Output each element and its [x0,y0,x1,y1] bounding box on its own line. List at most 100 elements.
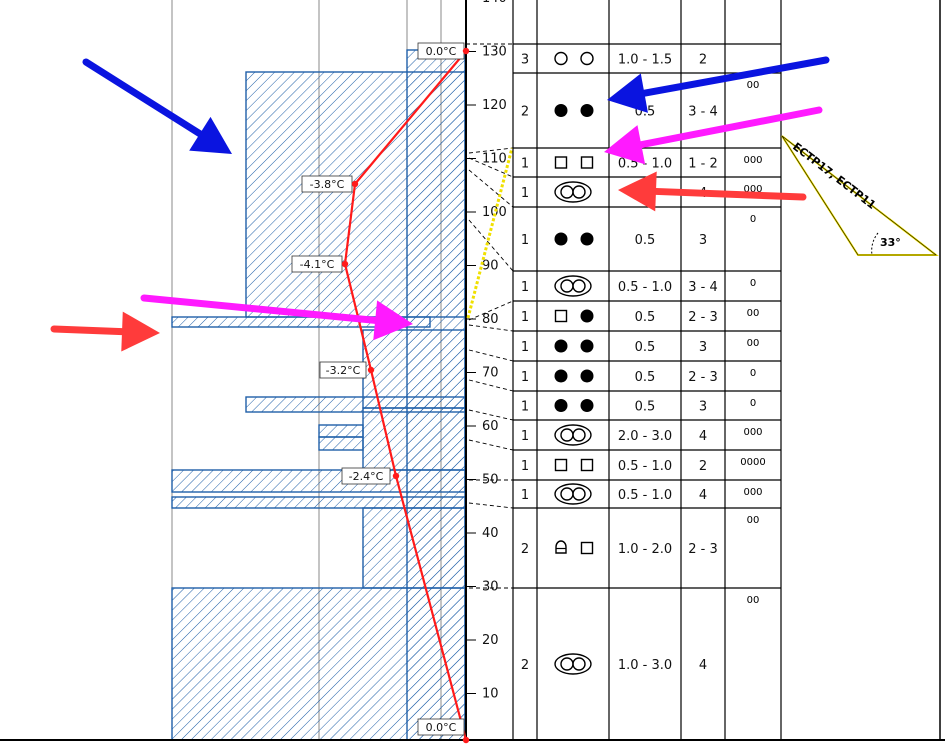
scale-label: 20 [482,633,499,648]
wetness-marks: 0000 [740,457,765,468]
table-row: 3 1.0 - 1.5 2 [521,51,707,68]
row-count: 1 [521,459,529,474]
row-count: 1 [521,370,529,385]
hardness-grade: 2 - 3 [688,542,718,557]
grain-open-circle-icon [554,51,568,66]
grain-cluster-circle-icon [572,487,586,501]
temperature-point [351,180,359,188]
grain-shape-cell [554,51,594,66]
grain-square-icon [580,156,594,169]
arrow-head [189,116,232,154]
wetness-marks: 00 [747,308,760,319]
wetness-marks: 000 [743,487,762,498]
grain-square-icon [580,541,594,555]
row-count: 2 [521,658,529,673]
depth-scale: 140130120110100908070605040302010 [466,0,507,702]
grain-shape-cell [554,104,594,117]
row-count: 3 [521,53,529,68]
wetness-marks: 0 [750,278,756,289]
test-results-label: ECTP17, ECTP11 [790,140,878,212]
grain-cluster-outline-icon [554,275,592,297]
temperature-label: -4.1°C [300,258,335,271]
angle-arc [871,232,879,256]
row-count: 1 [521,280,529,295]
grain-filled-circle-icon [580,232,594,246]
layer-connectors [468,147,514,589]
grain-square-icon [554,309,568,323]
slope-triangle-outline [781,135,937,256]
slope-angle-label: 33° [880,236,901,249]
grain-filled-circle-icon [580,399,594,412]
grain-shape-cell [554,424,592,446]
row-count: 1 [521,310,529,325]
grain-size: 1.0 - 2.0 [618,542,672,557]
arrow-shaft [82,58,204,138]
hardness-grade: 2 [699,459,707,474]
temperature-point [341,260,349,268]
grain-size: 0.5 [635,310,656,325]
temperature-label-box [319,361,367,379]
hardness-grade: 2 [699,53,707,68]
arrow-shaft [640,56,830,97]
hardness-layer [318,436,364,451]
hardness-grade: 3 - 4 [688,105,718,120]
grain-filled-circle-icon [554,104,568,117]
grain-rounded-square-icon [555,540,567,554]
row-count: 1 [521,400,529,415]
grain-size: 1.0 - 1.5 [618,53,672,68]
wetness-marks: 00 [747,595,760,606]
arrow-head [121,311,160,352]
grain-filled-circle-icon [580,104,594,117]
magenta-arrow-right [604,106,823,165]
hardness-layer [362,407,466,471]
hardness-grade: 3 [699,233,707,248]
grain-shape-cell [554,399,594,412]
hardness-grade: 4 [699,488,707,503]
arrow-head [618,171,657,212]
grain-shape-cell [554,156,594,169]
grain-filled-circle-icon [580,369,594,383]
grain-shape-cell [554,275,592,297]
row-count: 1 [521,488,529,503]
grain-cluster-outline-icon [554,424,592,446]
hardness-layer [318,424,364,438]
grain-filled-circle-icon [554,339,568,353]
grain-square-icon [554,458,568,472]
highlight-line [466,147,514,319]
hardness-grade: 2 - 3 [688,370,718,385]
grain-size: 2.0 - 3.0 [618,429,672,444]
grain-size: 1.0 - 3.0 [618,658,672,673]
connector-line [468,409,514,421]
red-arrow-right [618,171,807,212]
scale-label: 40 [482,526,499,541]
hardness-layer [171,469,466,493]
grain-shape-cell [554,309,594,323]
scale-label: 80 [482,312,499,327]
grain-open-circle-icon [580,51,594,66]
temperature-label-box [341,467,391,485]
connector-line [468,502,514,509]
hardness-layer [171,587,466,741]
connector-line [468,324,514,332]
temperature-point [462,47,470,55]
wetness-marks: 0 [750,214,756,225]
grain-size: 0.5 [635,233,656,248]
grain-filled-circle-icon [554,232,568,246]
grain-cluster-circle-icon [560,487,574,501]
scale-label: 100 [482,205,507,220]
temperature-label: 0.0°C [426,45,457,58]
scale-label: 140 [482,0,507,6]
arrow-shaft [637,106,823,149]
grain-shape-cell [554,339,594,353]
grain-shape-cell [554,483,592,505]
connector-line [468,379,514,392]
grain-cluster-circle-icon [560,185,574,199]
grain-shape-cell [555,540,594,555]
